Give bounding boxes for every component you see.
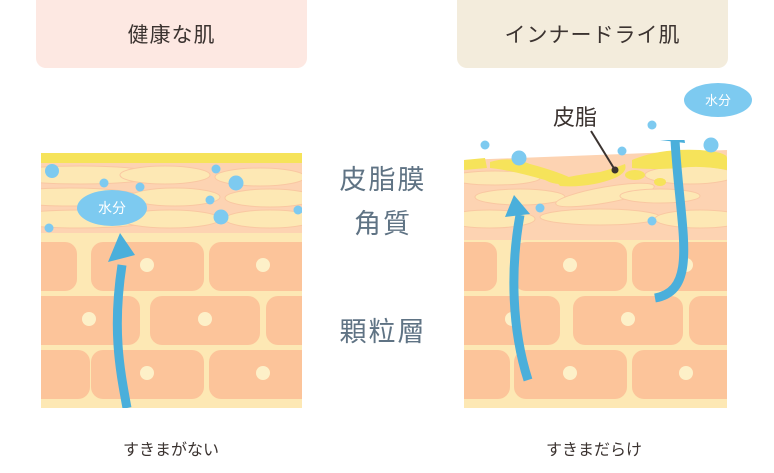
inner-dry-skin-cross-section xyxy=(464,140,727,408)
caption-healthy: すきまがない xyxy=(122,440,219,459)
sebum-pointer-line xyxy=(590,130,616,171)
granular-cells xyxy=(41,242,302,399)
label-sebum-film: 皮脂膜 xyxy=(339,165,427,196)
moisture-arrow xyxy=(112,264,132,408)
moisture-label: 水分 xyxy=(98,201,126,217)
moisture-label: 水分 xyxy=(705,94,731,109)
label-stratum-corneum: 角質 xyxy=(354,209,412,240)
header-healthy-skin: 健康な肌 xyxy=(36,0,307,68)
granular-cells xyxy=(464,242,727,399)
sebum-label: 皮脂 xyxy=(553,106,597,131)
sebum-film-layer xyxy=(41,153,302,163)
moisture-bubble xyxy=(684,83,752,117)
moisture-arrow-left xyxy=(509,214,533,382)
header-inner-dry-skin: インナードライ肌 xyxy=(457,0,728,68)
water-droplets xyxy=(44,164,302,233)
moisture-arrow-right xyxy=(653,140,689,303)
arrow-head xyxy=(108,233,135,262)
moisture-bubble xyxy=(77,190,147,226)
label-stratum-granulosum: 顆粒層 xyxy=(339,317,427,348)
healthy-skin-cross-section xyxy=(41,153,302,408)
escaping-water-droplets xyxy=(480,120,719,166)
caption-inner-dry: すきまだらけ xyxy=(545,440,642,459)
